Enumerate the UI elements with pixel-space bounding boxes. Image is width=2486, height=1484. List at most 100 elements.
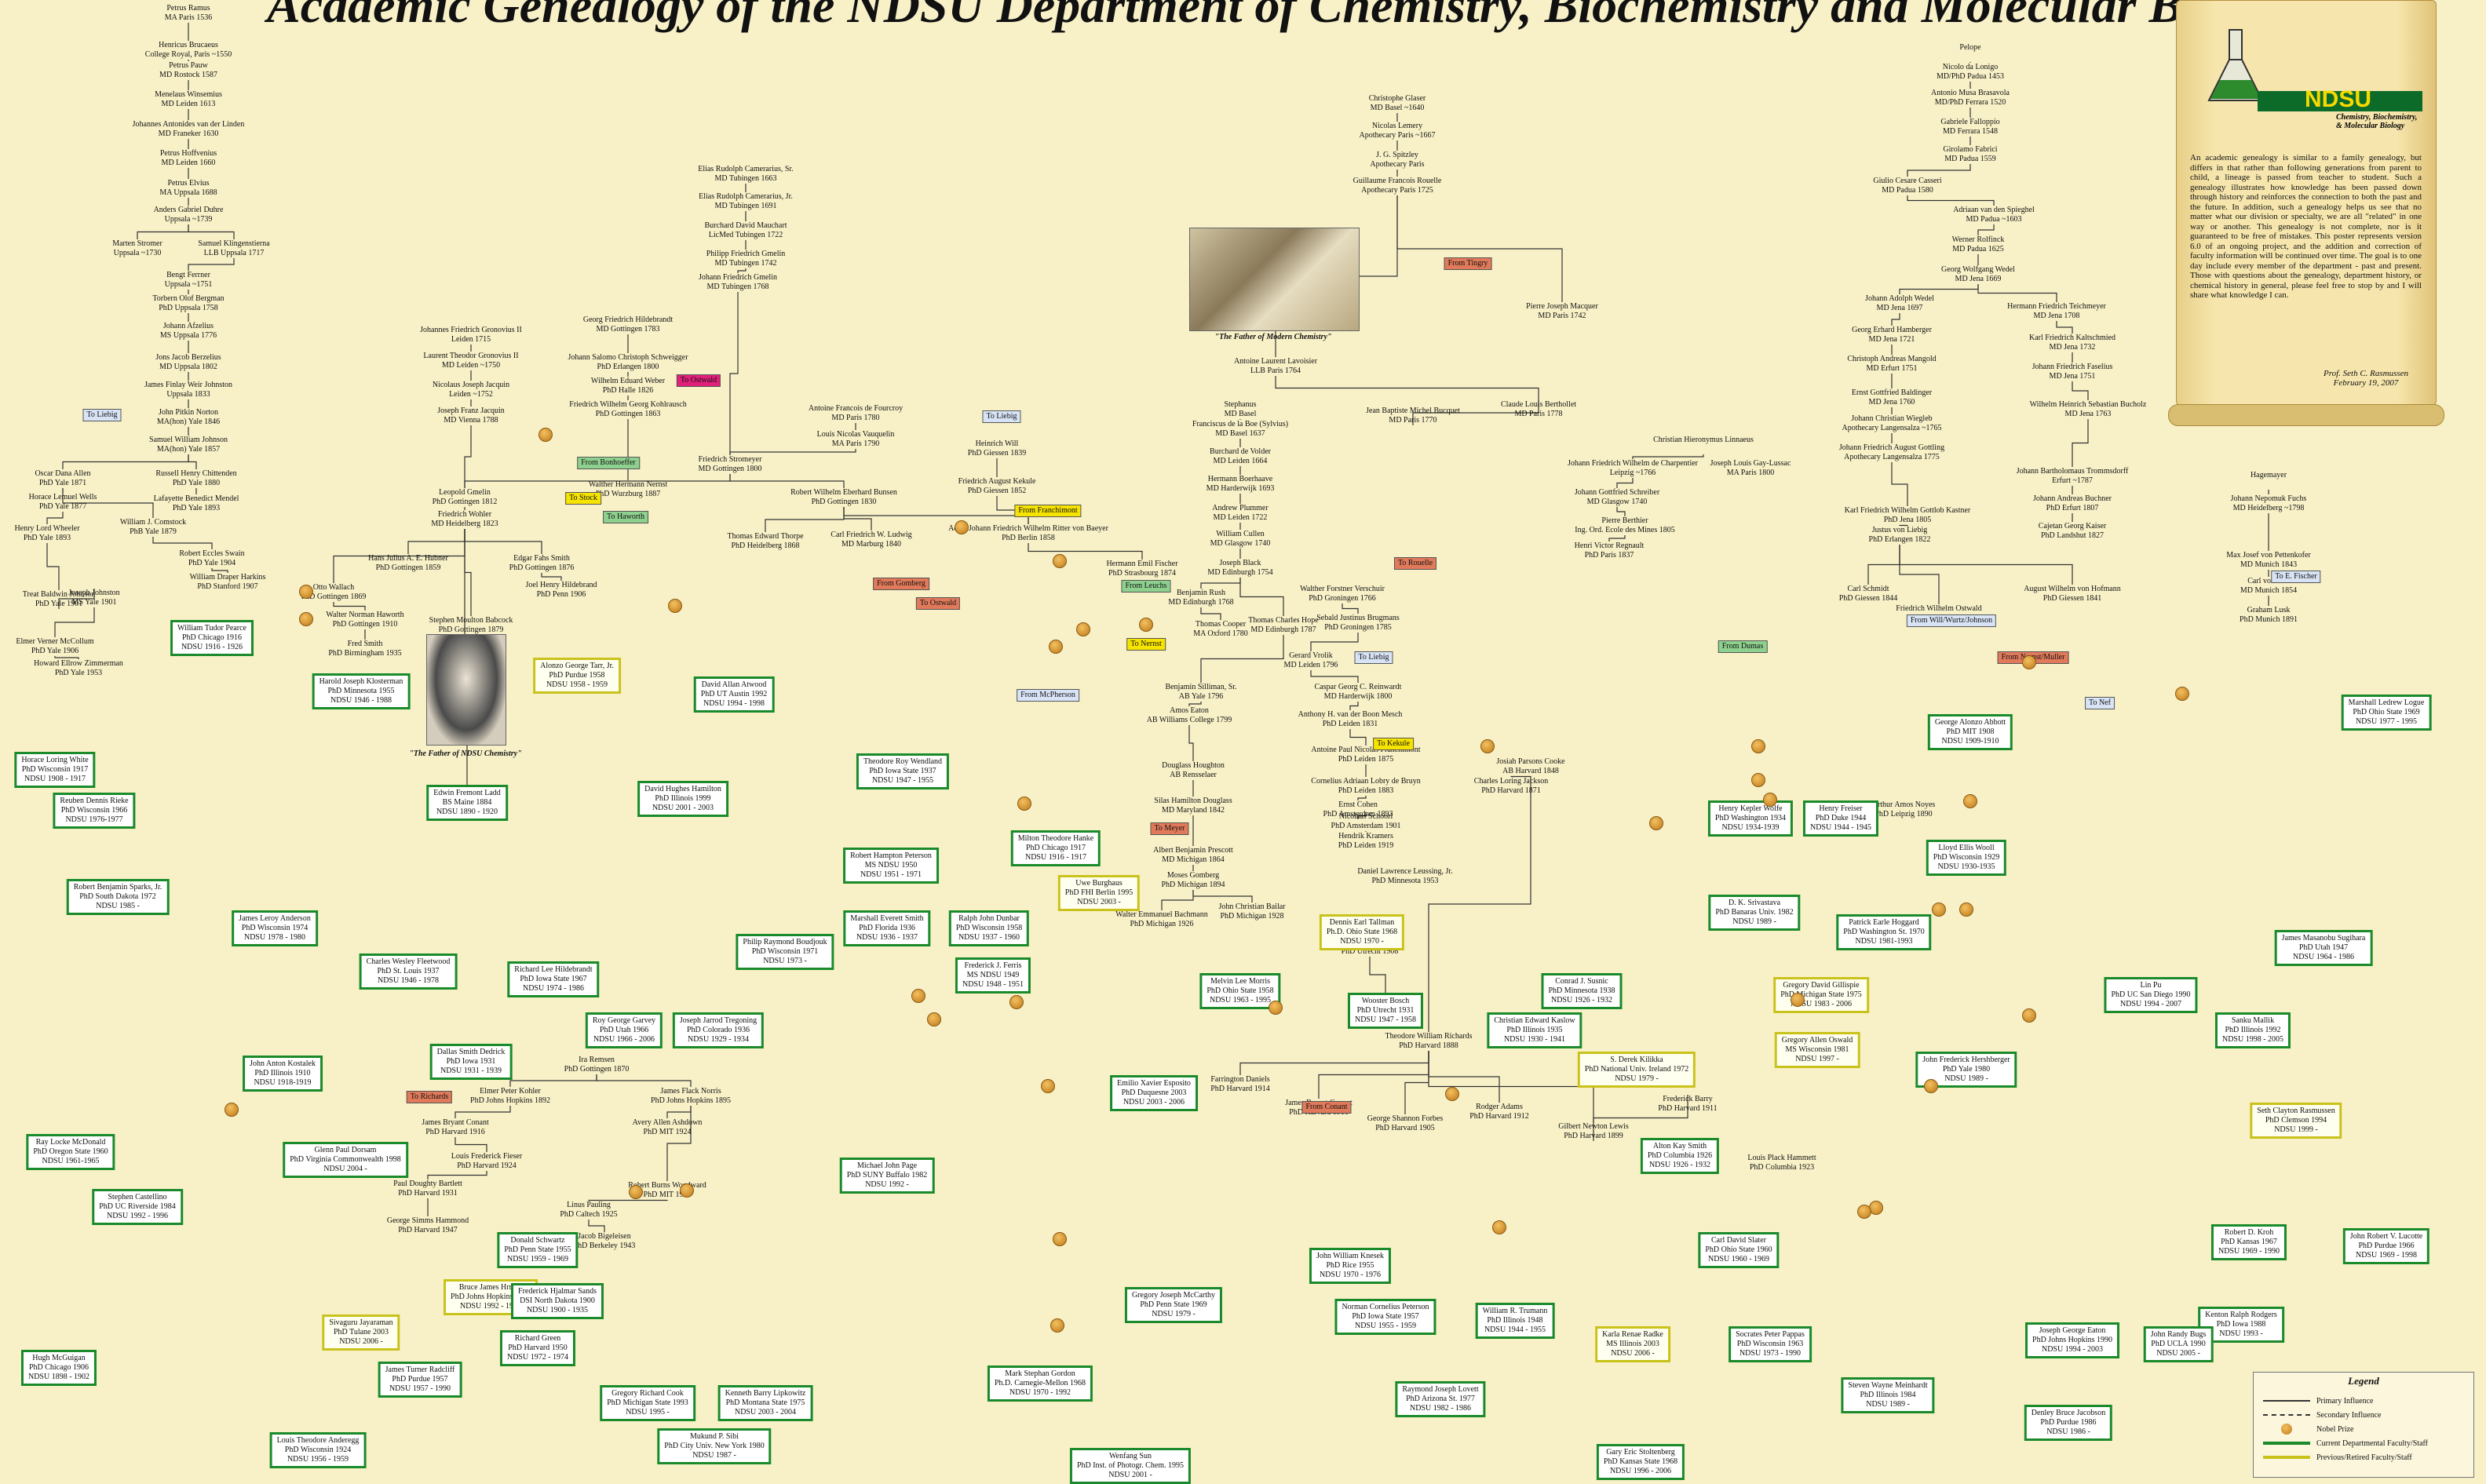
person-node-detail: PhD Stanford 1907 xyxy=(197,582,258,591)
faculty-box-detail: NDSU 2006 - xyxy=(1611,1349,1655,1358)
lineage-line xyxy=(188,454,197,469)
faculty-box-detail: PhD Illinois 1948 xyxy=(1487,1316,1543,1325)
lineage-line xyxy=(62,488,154,518)
person-node-name: Louis Frederick Fieser xyxy=(451,1152,523,1161)
faculty-box-name: Sanku Mallik xyxy=(2231,1016,2275,1025)
faculty-box-name: Kenneth Barry Lipkowitz xyxy=(725,1389,806,1398)
faculty-box-detail: NDSU 1929 - 1934 xyxy=(687,1035,750,1044)
faculty-box-name: Henry Kepler Wolfe xyxy=(1718,804,1783,813)
person-node-detail: PhD Yale 1877 xyxy=(38,502,87,511)
lineage-line xyxy=(46,512,64,524)
person-node-detail: PhD Yale 1906 xyxy=(31,647,79,655)
person-node-detail: PhD Leipzig 1890 xyxy=(1875,810,1933,819)
person-node-name: Amos Eaton xyxy=(1170,706,1209,715)
person-node-name: Ira Remsen xyxy=(579,1056,615,1064)
faculty-box-detail: PhD Michigan State 1993 xyxy=(607,1398,688,1407)
person-node-detail: PhD Harvard 1912 xyxy=(1469,1112,1529,1121)
person-node-detail: Uppsala ~1751 xyxy=(164,280,213,289)
faculty-box-detail: NDSU 1993 - xyxy=(2219,1329,2263,1338)
lineage-line xyxy=(729,292,739,455)
person-node-name: Pierre Berthier xyxy=(1601,516,1648,525)
person-node-detail: MD Leiden ~1750 xyxy=(441,361,501,370)
faculty-box-name: David Allan Atwood xyxy=(701,680,767,689)
lineage-line xyxy=(464,529,542,554)
person-node-name: Johannes Friedrich Gronovius II xyxy=(420,326,522,334)
person-node-name: Adriaan van den Spieghel xyxy=(1953,206,2035,214)
faculty-box-detail: NDSU 1969 - 1998 xyxy=(2355,1251,2418,1260)
person-node-name: Robert Wilhelm Eberhard Bunsen xyxy=(790,488,897,497)
person-node-name: Gerard Vrolik xyxy=(1289,651,1333,660)
person-node-name: William Draper Harkins xyxy=(189,573,266,582)
person-node-name: Avery Allen Ashdown xyxy=(632,1118,703,1127)
faculty-box-name: Wenfang Sun xyxy=(1109,1452,1152,1460)
person-node-detail: MA Paris 1536 xyxy=(164,13,213,22)
faculty-box-detail: PhD Utrecht 1931 xyxy=(1356,1006,1415,1015)
faculty-box-name: James Leroy Anderson xyxy=(239,914,311,923)
nobel-medal-icon xyxy=(1076,622,1090,636)
faculty-box-detail: NDSU 2003 - 2006 xyxy=(1123,1098,1185,1107)
person-node-name: Silas Hamilton Douglass xyxy=(1154,797,1232,805)
person-node-detail: Apothecary Langensalza ~1765 xyxy=(1842,424,1942,432)
person-node-detail: MD Jena 1751 xyxy=(2049,372,2096,381)
cross-reference-tag: To Liebig xyxy=(82,409,122,421)
person-node-detail: MD Leiden 1722 xyxy=(1213,513,1268,522)
faculty-box-detail: PhD Utah 1966 xyxy=(599,1026,649,1034)
faculty-box-detail: PhD Oregon State 1960 xyxy=(33,1147,108,1156)
faculty-box-name: James Turner Radcliff xyxy=(385,1365,455,1374)
faculty-box-detail: PhD Iowa State 1967 xyxy=(520,975,587,983)
lavoisier-caption: "The Father of Modern Chemistry" xyxy=(1214,333,1332,341)
person-node-detail: MD Jena 1732 xyxy=(2049,343,2096,352)
person-node-detail: MA(hon) Yale 1857 xyxy=(156,445,221,454)
nobel-medal-icon xyxy=(668,599,682,613)
legend-secondary: Secondary Influence xyxy=(2263,1410,2381,1420)
faculty-box-detail: NDSU 1994 - 1998 xyxy=(703,699,765,708)
lineage-line xyxy=(1899,545,2073,585)
faculty-box-detail: NDSU 1955 - 1959 xyxy=(1354,1322,1417,1330)
person-node-name: Antonio Musa Brasavola xyxy=(1931,89,2010,97)
lineage-line xyxy=(333,602,366,611)
person-node-name: Walther Hermann Nernst xyxy=(588,480,668,489)
person-node-name: Hermann Friedrich Teichmeyer xyxy=(2007,302,2106,311)
nobel-medal-icon xyxy=(1139,618,1153,632)
nobel-medal-icon xyxy=(1041,1079,1055,1093)
person-node-detail: MD Franeker 1630 xyxy=(158,129,219,138)
person-node-detail: MD Munich 1843 xyxy=(2240,560,2298,569)
person-node-name: Bengt Ferrner xyxy=(166,271,210,279)
faculty-box-detail: NDSU 1970 - 1992 xyxy=(1009,1388,1071,1397)
person-node-name: Johann Friedrich Gmelin xyxy=(699,273,777,282)
lineage-line xyxy=(509,1074,597,1087)
faculty-box-detail: NDSU 1976-1977 xyxy=(65,815,123,824)
person-node-name: Pelope xyxy=(1959,43,1981,52)
cross-reference-tag: To Liebig xyxy=(1354,651,1393,664)
faculty-box-detail: PhD Chicago 1916 xyxy=(181,633,243,642)
person-node-detail: MD Leiden 1613 xyxy=(161,100,216,108)
nobel-medal-icon xyxy=(1269,1001,1283,1015)
person-node-detail: PhD Yale 1880 xyxy=(172,479,221,487)
person-node-name: Benjamin Silliman, Sr. xyxy=(1165,683,1237,691)
faculty-box-name: Socrates Peter Pappas xyxy=(1736,1330,1805,1339)
nobel-medal-icon xyxy=(1017,797,1031,811)
person-node-name: Jean Baptiste Michel Bucquet xyxy=(1366,407,1460,415)
person-node-detail: PhD Amsterdam 1901 xyxy=(1331,822,1401,830)
faculty-box-name: Robert D. Kroh xyxy=(2224,1228,2274,1237)
person-node-detail: MA Oxford 1780 xyxy=(1193,629,1248,638)
